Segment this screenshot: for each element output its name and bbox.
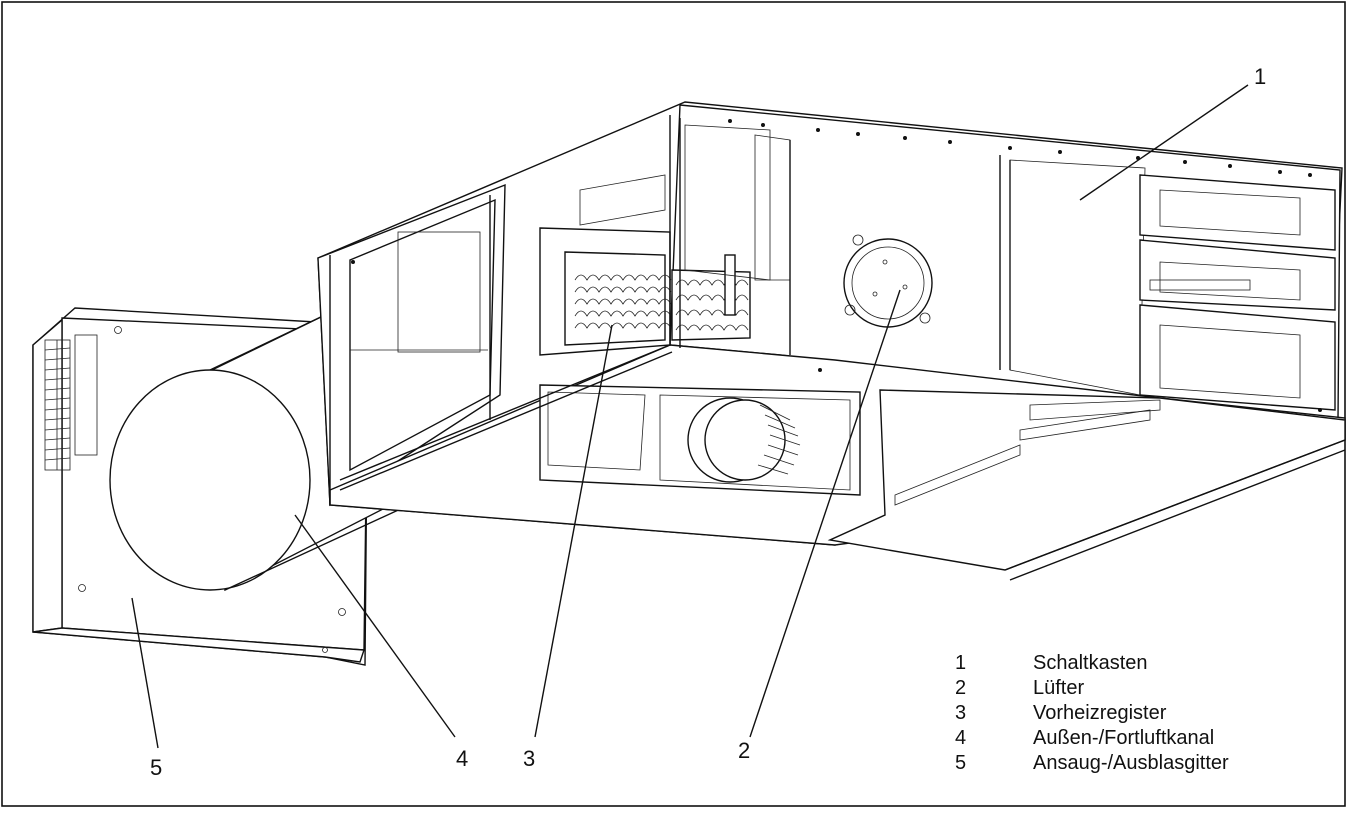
legend-item: 2 Lüfter [955,676,1229,701]
legend-text: Lüfter [1033,677,1085,699]
callout-4: 4 [456,746,469,771]
legend-text: Außen-/Fortluftkanal [1033,727,1215,749]
leader-line-2 [749,289,901,738]
legend-item: 1 Schaltkasten [955,651,1229,676]
legend-item: 5 Ansaug-/Ausblasgitter [955,751,1229,776]
housing-drawing [317,101,1346,581]
legend-text: Ansaug-/Ausblasgitter [1033,752,1229,774]
legend-number: 1 [955,652,967,674]
leader-line-4 [294,514,456,738]
legend-item: 3 Vorheizregister [955,701,1229,726]
legend-text: Vorheizregister [1033,702,1167,724]
legend-number: 3 [955,702,967,724]
duct-drawing [109,314,421,592]
legend-number: 5 [955,752,967,774]
callout-3: 3 [523,746,536,771]
callout-1: 1 [1254,64,1267,89]
leader-lines [131,84,1249,749]
callout-5: 5 [150,755,163,780]
leader-line-5 [131,597,159,749]
legend-text: Schaltkasten [1033,652,1148,674]
legend-item: 4 Außen-/Fortluftkanal [955,726,1229,751]
leader-line-1 [1079,84,1249,201]
leader-line-3 [534,324,613,738]
legend: 1 Schaltkasten 2 Lüfter 3 Vorheizregiste… [955,651,1229,776]
legend-number: 2 [955,677,967,699]
legend-number: 4 [955,727,967,749]
callout-2: 2 [738,738,751,763]
